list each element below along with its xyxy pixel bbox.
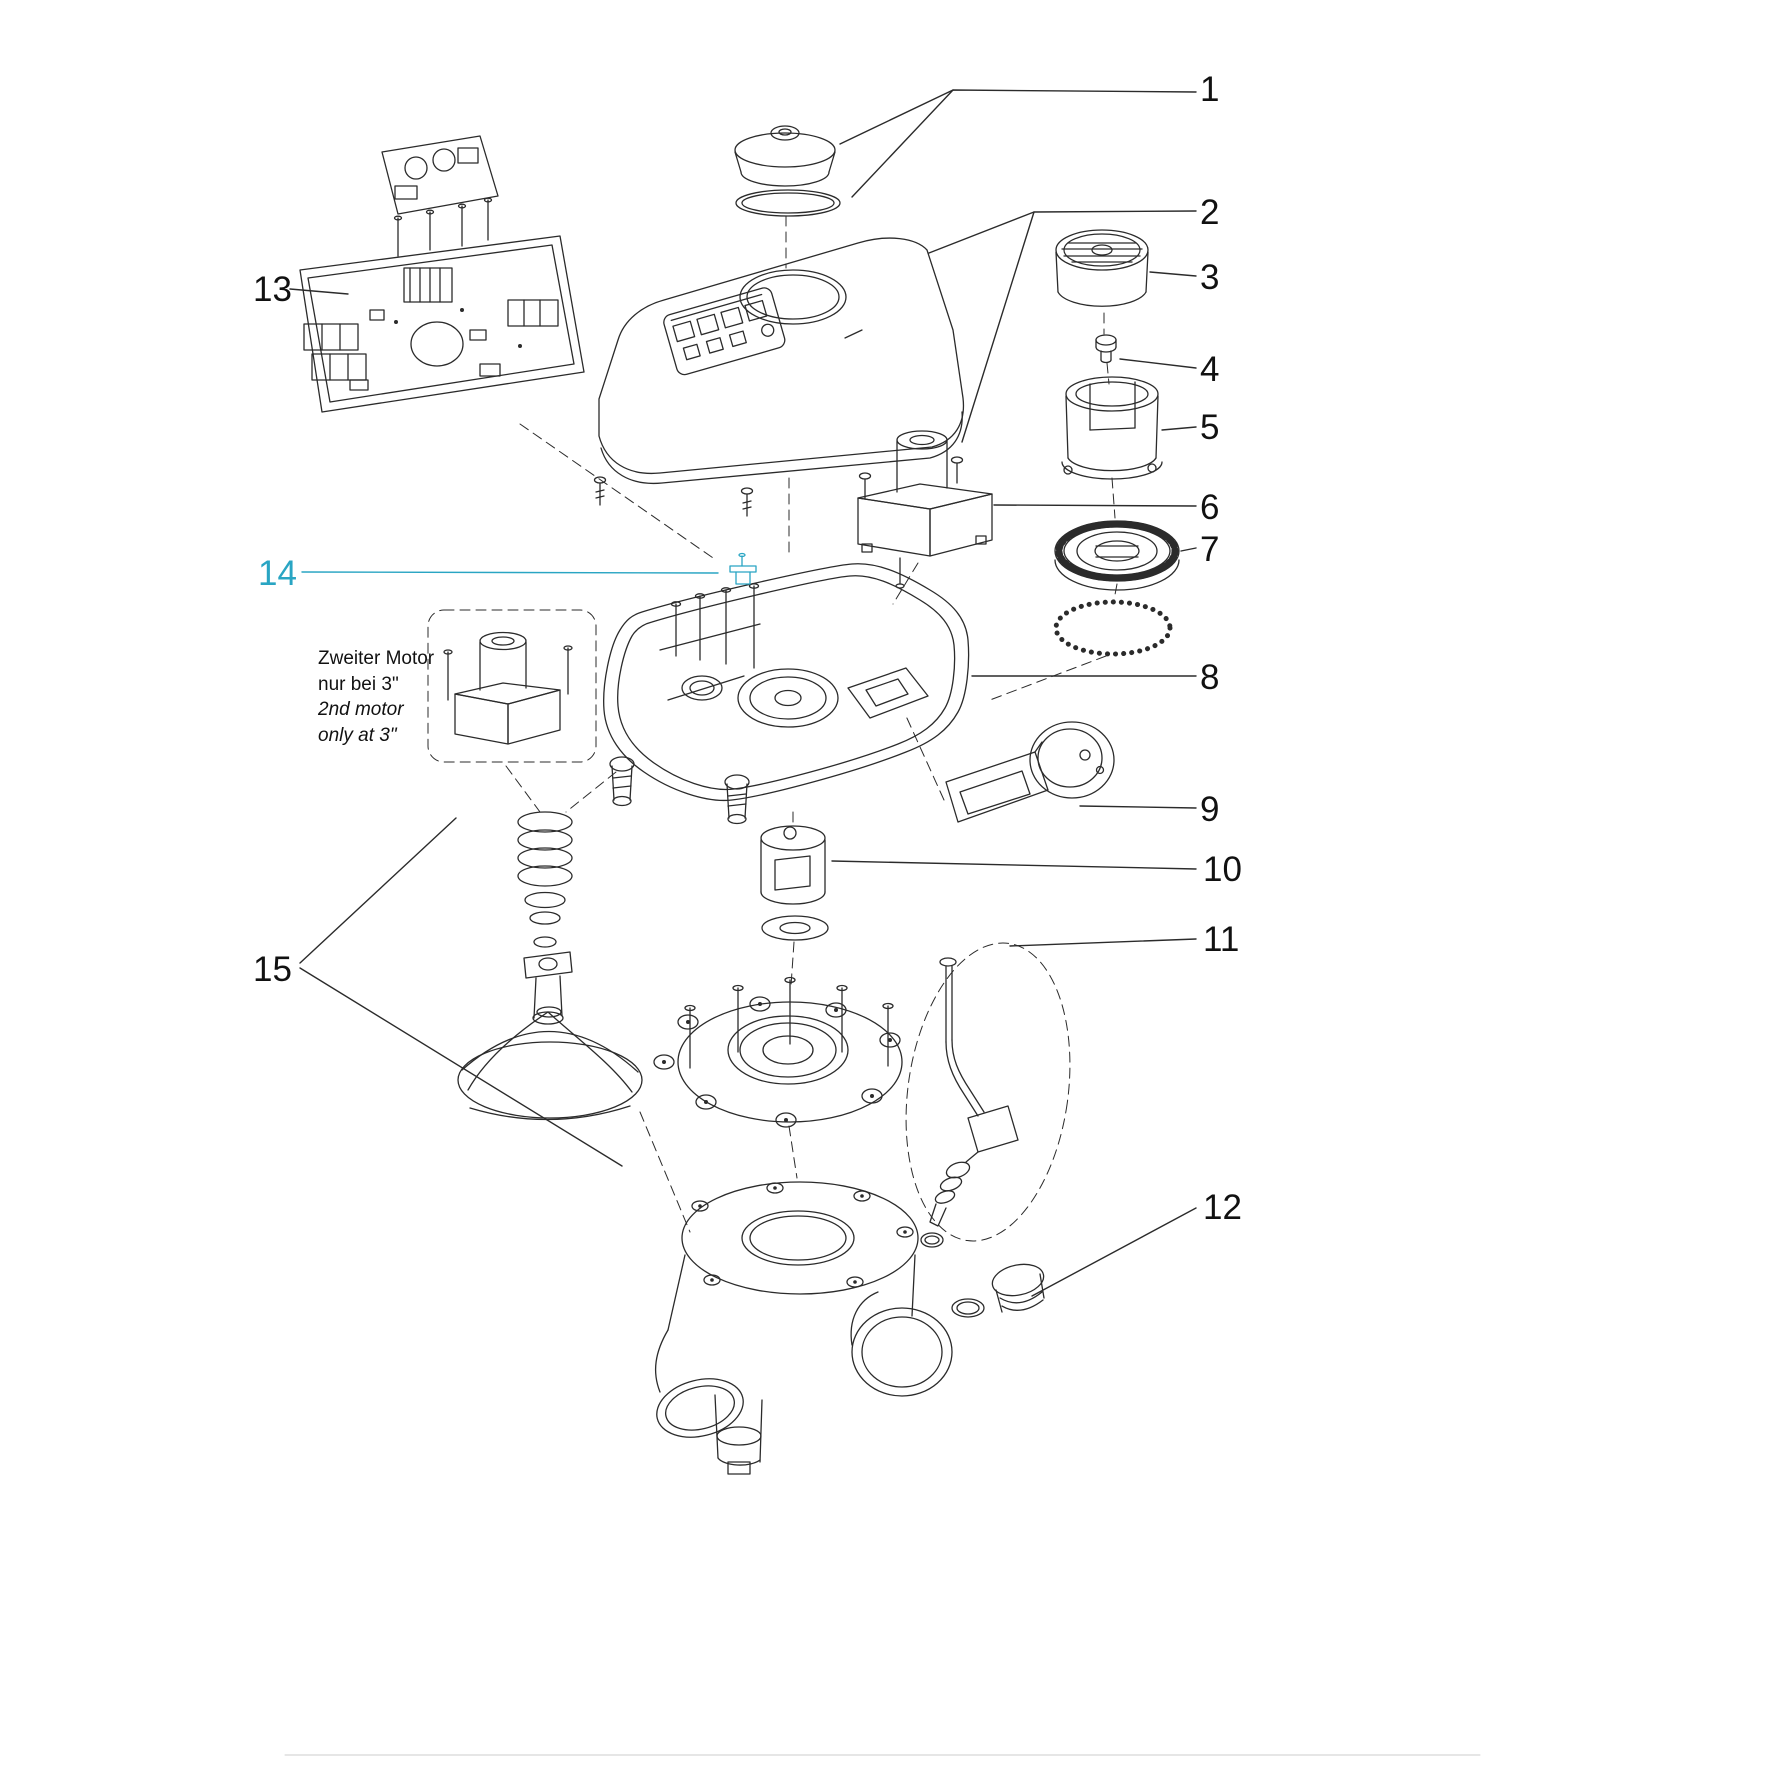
cover-screw-icon (593, 456, 964, 517)
part-label-11: 11 (1203, 920, 1240, 959)
note-line-4: only at 3" (318, 724, 397, 746)
part-13-circuit-boards-drawing (299, 135, 585, 413)
part-label-3: 3 (1200, 258, 1220, 297)
part-1-lid-drawing (734, 125, 841, 217)
part-label-13: 13 (253, 270, 292, 309)
spring-stack-icon (517, 811, 573, 948)
part-label-9: 9 (1200, 790, 1220, 829)
part-label-7: 7 (1200, 530, 1220, 569)
part-label-10: 10 (1203, 850, 1242, 889)
part-label-1: 1 (1200, 70, 1220, 109)
part-label-14: 14 (258, 554, 297, 593)
coupling-icon (951, 1263, 1045, 1318)
part-10-cam-drawing (760, 825, 829, 941)
bead-chain-icon (1053, 599, 1173, 657)
note-second-motor: Zweiter Motor nur bei 3" 2nd motor only … (318, 646, 434, 749)
flange-plate-drawing (653, 976, 903, 1128)
part-label-8: 8 (1200, 658, 1220, 697)
piston-diaphragm-icon (457, 951, 643, 1121)
center-lines (505, 215, 1118, 1233)
leader-lines (289, 89, 1197, 1297)
part-12-valve-body-drawing (654, 1181, 1045, 1475)
part-4-bolt-drawing (1095, 334, 1117, 364)
part-label-6: 6 (1200, 488, 1220, 527)
flange-screws-icon (684, 976, 894, 1069)
note-line-2: nur bei 3" (318, 673, 399, 695)
part-8-base-plate-drawing (603, 563, 970, 825)
part-label-5: 5 (1200, 408, 1220, 447)
second-motor-dashed-box (427, 609, 597, 763)
part-5-bearing-housing-drawing (1061, 376, 1163, 480)
note-line-1: Zweiter Motor (318, 648, 435, 669)
part-label-12: 12 (1203, 1188, 1242, 1227)
part-label-15: 15 (253, 950, 292, 989)
part-14-clip-drawing (729, 552, 757, 585)
part-3-vent-cap-drawing (1055, 229, 1149, 307)
part-7-gear-drawing (1053, 520, 1180, 657)
part-11-sensor-drawing (905, 942, 1071, 1248)
note-line-3: 2nd motor (318, 699, 404, 721)
washer-icon (761, 915, 829, 941)
part-label-4: 4 (1200, 350, 1220, 389)
part-2-cover-drawing (593, 237, 965, 517)
part-9-handle-drawing (945, 721, 1115, 823)
hose-connector-icon (609, 756, 750, 825)
part-15-second-motor-diaphragm-drawing (427, 609, 643, 1121)
part-6-motor-drawing (857, 430, 993, 589)
part-label-2: 2 (1200, 193, 1220, 232)
